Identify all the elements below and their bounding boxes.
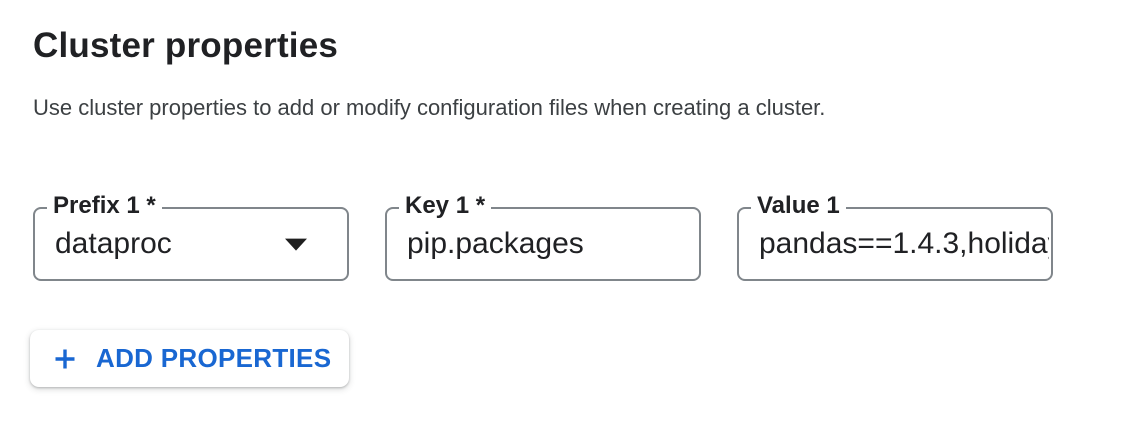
prefix-field: Prefix 1 * dataproc (33, 194, 349, 281)
add-properties-button[interactable]: ADD PROPERTIES (30, 330, 350, 387)
prefix-select-value: dataproc (55, 227, 172, 260)
plus-icon (55, 349, 75, 368)
value-input[interactable] (739, 209, 1051, 279)
cluster-properties-section: Cluster properties Use cluster propertie… (30, 26, 1122, 387)
key-field-label: Key 1 * (399, 194, 492, 218)
value-field: Value 1 (737, 194, 1053, 281)
property-row: Prefix 1 * dataproc Key 1 * Value 1 (33, 194, 1122, 281)
page-title: Cluster properties (33, 26, 339, 65)
add-properties-label: ADD PROPERTIES (96, 343, 332, 373)
prefix-field-label: Prefix 1 * (47, 194, 162, 218)
dropdown-arrow-icon (285, 238, 307, 251)
page-description: Use cluster properties to add or modify … (33, 95, 826, 120)
prefix-select[interactable]: dataproc (35, 209, 347, 279)
key-input[interactable] (387, 209, 699, 279)
key-field: Key 1 * (385, 194, 701, 281)
value-field-label: Value 1 (751, 194, 846, 218)
